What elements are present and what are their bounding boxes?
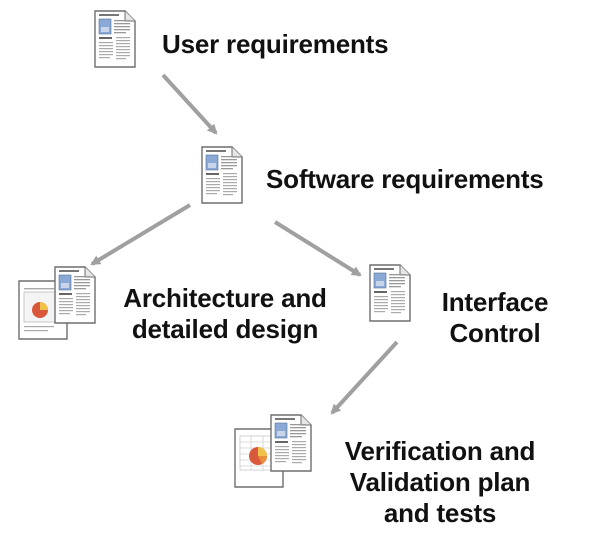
node-label-line: detailed design xyxy=(131,314,319,344)
stacked-document-icon xyxy=(18,266,96,340)
node-label-line: Validation plan xyxy=(349,467,531,497)
single-document-icon xyxy=(94,10,136,68)
arrow-user-to-software xyxy=(161,73,218,135)
node-label-line: Architecture and xyxy=(123,283,327,313)
node-label-line: and tests xyxy=(383,498,497,528)
stacked-document-chart-icon xyxy=(234,414,312,488)
node-interface-control: Interface Control xyxy=(420,287,570,349)
node-verification-validation: Verification and Validation plan and tes… xyxy=(320,436,560,529)
node-label-line: Software requirements xyxy=(266,164,544,194)
node-architecture-design: Architecture and detailed design xyxy=(105,283,345,345)
node-label-line: Interface xyxy=(441,287,549,317)
single-document-icon xyxy=(201,146,243,204)
arrow-interface-to-verification xyxy=(330,340,399,415)
node-label-line: Control xyxy=(449,318,541,348)
arrow-software-to-interface xyxy=(273,220,362,277)
single-document-icon xyxy=(369,264,411,322)
node-user-requirements: User requirements xyxy=(162,29,389,60)
arrow-software-to-architecture xyxy=(90,203,192,266)
node-label-line: Verification and xyxy=(344,436,536,466)
node-software-requirements: Software requirements xyxy=(266,164,544,195)
node-label-line: User requirements xyxy=(162,29,389,59)
